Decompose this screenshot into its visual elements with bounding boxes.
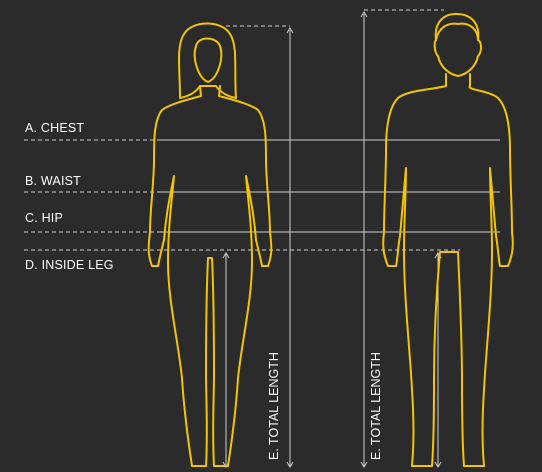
- woman-total-length-label: E. TOTAL LENGTH: [267, 352, 281, 460]
- woman-figure: [149, 24, 272, 467]
- inside-leg-label: D. INSIDE LEG: [25, 258, 114, 272]
- hip-label: C. HIP: [25, 211, 63, 225]
- chest-label: A. CHEST: [25, 121, 84, 135]
- man-total-length-label: E. TOTAL LENGTH: [369, 352, 383, 460]
- woman-hair: [179, 24, 236, 99]
- man-hair: [436, 24, 478, 40]
- man-figure: [383, 14, 513, 466]
- woman-body: [149, 86, 272, 466]
- waist-label: B. WAIST: [25, 174, 81, 188]
- man-body: [383, 74, 513, 466]
- woman-face: [195, 39, 222, 83]
